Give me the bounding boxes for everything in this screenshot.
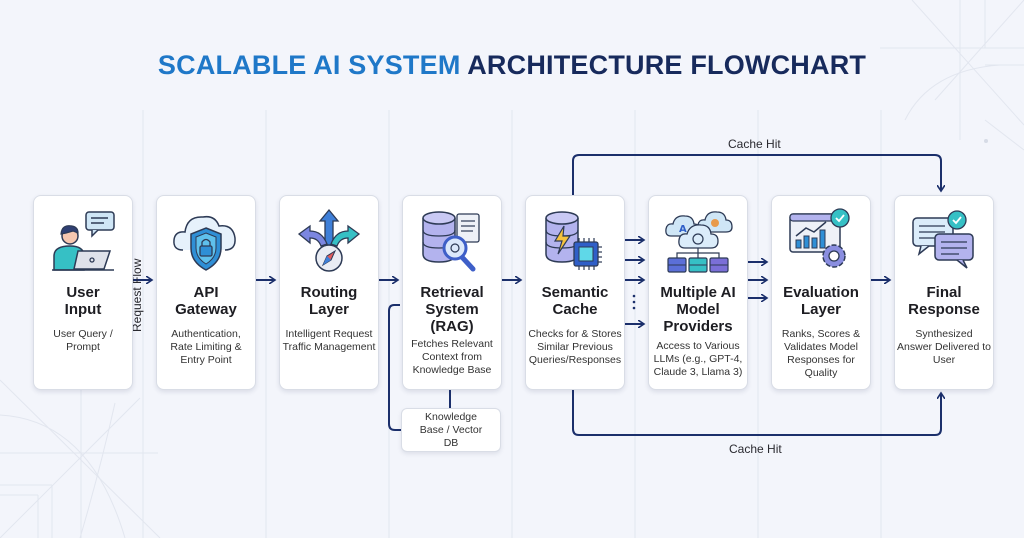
stage-name: Final Response [908, 284, 980, 318]
stage-card-evaluation-layer[interactable]: Evaluation Layer Ranks, Scores & Validat… [771, 195, 871, 390]
chart-gear-check-icon [789, 208, 850, 268]
stage-card-user-input[interactable]: User Input User Query / Prompt [33, 195, 133, 390]
knowledge-base-label: Knowledge Base / Vector DB [419, 410, 483, 449]
stage-description: Intelligent Request Traffic Management [282, 328, 376, 353]
stage-description: User Query / Prompt [53, 328, 113, 353]
stage-name: Routing Layer [300, 284, 358, 318]
stage-name: Evaluation Layer [783, 284, 859, 318]
stage-description: Ranks, Scores & Validates Model Response… [781, 328, 861, 379]
stage-card-final-response[interactable]: Final Response Synthesized Answer Delive… [894, 195, 994, 390]
cache-hit-top-label: Cache Hit [728, 137, 781, 151]
knowledge-base-box[interactable]: Knowledge Base / Vector DB [401, 408, 501, 452]
cloud-shield-lock-icon [173, 215, 236, 271]
stage-name: Semantic Cache [541, 284, 609, 318]
stage-card-retrieval-system[interactable]: Retrieval System (RAG) Fetches Relevant … [402, 195, 502, 390]
chat-bubbles-check-icon [912, 210, 974, 269]
stage-description: Checks for & Stores Similar Previous Que… [528, 328, 622, 366]
stage-card-semantic-cache[interactable]: Semantic Cache Checks for & Stores Simil… [525, 195, 625, 390]
stage-name: Retrieval System (RAG) [420, 284, 484, 335]
stage-card-model-providers[interactable]: A Multiple AI Model Providers Access to … [648, 195, 748, 390]
cloud-providers-icon: A [665, 211, 733, 273]
stage-card-routing-layer[interactable]: Routing Layer Intelligent Request Traffi… [279, 195, 379, 390]
stage-description: Fetches Relevant Context from Knowledge … [411, 338, 493, 376]
stage-name: User Input [64, 284, 102, 318]
stage-card-api-gateway[interactable]: API Gateway Authentication, Rate Limitin… [156, 195, 256, 390]
title-highlight: SCALABLE AI SYSTEM [157, 50, 461, 80]
page-title: SCALABLE AI SYSTEM ARCHITECTURE FLOWCHAR… [0, 50, 1024, 81]
title-main: ARCHITECTURE FLOWCHART [467, 50, 867, 80]
svg-text:A: A [679, 224, 687, 235]
cache-hit-bottom-label: Cache Hit [729, 442, 782, 456]
stage-name: Multiple AI Model Providers [660, 284, 736, 335]
user-laptop-icon [52, 211, 115, 271]
routing-arrows-compass-icon [297, 208, 361, 272]
database-search-icon [422, 211, 480, 272]
stage-description: Synthesized Answer Delivered to User [897, 328, 991, 366]
stage-description: Authentication, Rate Limiting & Entry Po… [170, 328, 242, 366]
database-chip-icon [545, 211, 602, 270]
stage-name: API Gateway [175, 284, 237, 318]
stage-description: Access to Various LLMs (e.g., GPT-4, Cla… [653, 340, 743, 378]
